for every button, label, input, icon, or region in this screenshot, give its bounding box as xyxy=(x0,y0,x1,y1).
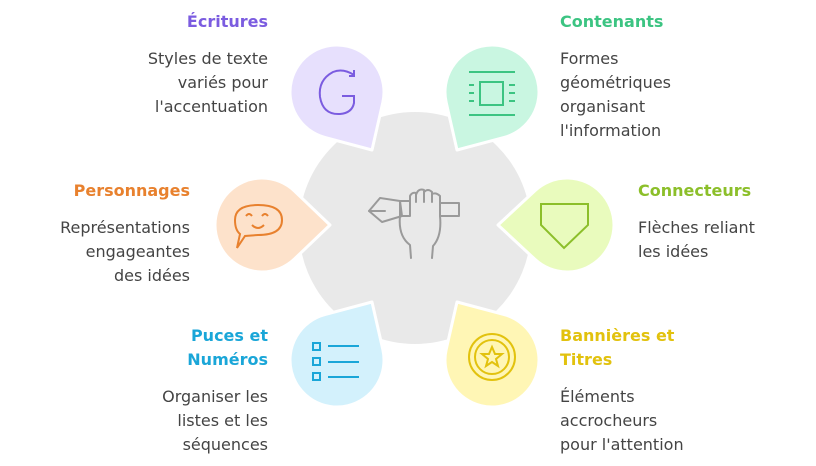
item-title: Connecteurs xyxy=(638,181,752,200)
item-description: Styles de texte variés pour l'accentuati… xyxy=(147,49,268,116)
item-title: Contenants xyxy=(560,12,664,31)
item-personnages: Personnages Représentations engageantes … xyxy=(0,179,190,288)
item-title: Puces et Numéros xyxy=(187,326,268,369)
hand-holding-pen-icon xyxy=(368,188,460,259)
item-puces: Puces et Numéros Organiser les listes et… xyxy=(28,324,268,457)
item-description: Organiser les listes et les séquences xyxy=(162,387,268,454)
letter-g-icon xyxy=(318,69,355,116)
item-description: Flèches reliant les idées xyxy=(638,218,755,261)
petal-puces xyxy=(288,300,386,409)
petal-ecritures xyxy=(288,43,386,152)
smiling-speech-bubble-icon xyxy=(233,203,284,249)
petal-contenants xyxy=(443,43,541,152)
pentagon-arrow-icon xyxy=(540,203,589,250)
item-description: Formes géométriques organisant l'informa… xyxy=(560,49,671,140)
layout-box-icon xyxy=(469,71,515,116)
petal-personnages xyxy=(213,176,332,274)
item-title: Bannières et Titres xyxy=(560,326,675,369)
item-contenants: Contenants Formes géométriques organisan… xyxy=(560,10,800,143)
item-title: Écritures xyxy=(186,12,268,31)
item-ecritures: Écritures Styles de texte variés pour l'… xyxy=(28,10,268,119)
item-bannieres: Bannières et Titres Éléments accrocheurs… xyxy=(560,324,800,457)
item-description: Représentations engageantes des idées xyxy=(60,218,190,285)
item-title: Personnages xyxy=(73,181,190,200)
center-hub xyxy=(299,112,531,344)
star-badge-icon xyxy=(468,333,516,381)
petal-connecteurs xyxy=(496,176,616,274)
item-description: Éléments accrocheurs pour l'attention xyxy=(560,387,684,454)
item-connecteurs: Connecteurs Flèches reliant les idées xyxy=(638,179,816,264)
petal-bannieres xyxy=(443,300,541,409)
bulleted-list-icon xyxy=(312,342,359,381)
